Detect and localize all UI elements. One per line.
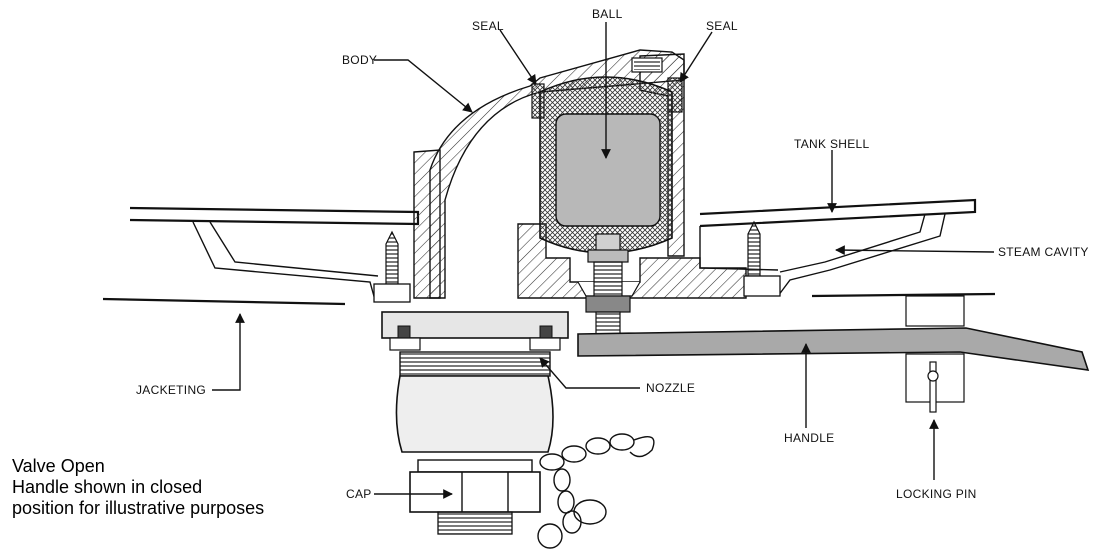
nozzle <box>395 351 554 453</box>
label-cap: CAP <box>346 487 372 501</box>
leader-lines <box>212 22 995 499</box>
label-tank-shell: TANK SHELL <box>794 137 869 151</box>
label-nozzle: NOZZLE <box>646 381 695 395</box>
handle <box>577 295 1090 413</box>
studs <box>373 220 781 303</box>
jacketing <box>102 292 996 306</box>
diagram-caption: Valve Open Handle shown in closed positi… <box>12 456 264 519</box>
label-ball: BALL <box>592 7 623 21</box>
label-handle: HANDLE <box>784 431 834 445</box>
caption-line-1: Valve Open <box>12 456 105 476</box>
label-locking-pin: LOCKING PIN <box>896 487 977 501</box>
cap <box>409 459 541 535</box>
label-steam-cavity: STEAM CAVITY <box>998 245 1089 259</box>
caption-line-3: position for illustrative purposes <box>12 498 265 518</box>
label-seal-right: SEAL <box>706 19 738 33</box>
label-seal-left: SEAL <box>472 19 504 33</box>
chain <box>537 433 655 549</box>
flange <box>381 311 569 351</box>
ball <box>539 76 673 254</box>
valve-stem <box>585 233 631 335</box>
label-body: BODY <box>342 53 377 67</box>
label-jacketing: JACKETING <box>136 383 206 397</box>
caption-line-2: Handle shown in closed <box>12 477 203 497</box>
